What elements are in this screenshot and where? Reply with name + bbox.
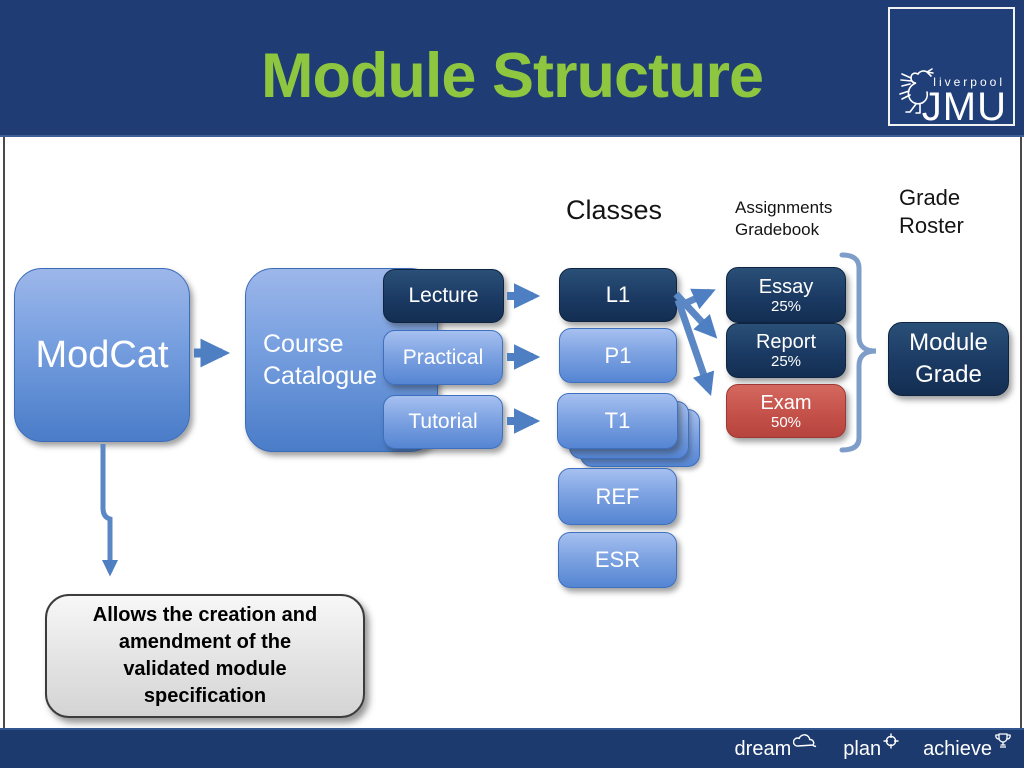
logo-city-text: liverpool — [933, 75, 1005, 89]
module-grade-line1: Module — [909, 329, 988, 356]
exam-weight: 50% — [770, 413, 802, 431]
liver-bird-icon — [899, 68, 934, 114]
grade-roster-label-line2: Roster — [899, 213, 964, 238]
trophy-icon — [995, 733, 1011, 748]
grade-roster-label: Grade Roster — [899, 184, 964, 240]
node-modcat: ModCat — [14, 268, 190, 442]
report-weight: 25% — [770, 353, 802, 370]
node-tutorial: Tutorial — [383, 395, 503, 449]
cloud-icon — [793, 734, 817, 748]
exam-name: Exam — [760, 391, 812, 414]
callout-line2: amendment of the — [118, 631, 292, 653]
node-essay: Essay 25% — [726, 267, 846, 323]
arrow-l1-to-report — [673, 291, 718, 339]
essay-weight: 25% — [770, 297, 802, 315]
node-l1: L1 — [559, 268, 677, 322]
callout-line4: specification — [143, 685, 267, 707]
achieve-label: achieve — [923, 737, 992, 760]
essay-name: Essay — [758, 275, 814, 298]
node-lecture: Lecture — [383, 269, 504, 323]
slide-footer: dream plan achieve — [0, 728, 1024, 768]
university-logo: liverpool JMU — [888, 7, 1015, 129]
arrow-modcat-to-callout — [100, 444, 119, 577]
modcat-description-callout: Allows the creation and amendment of the… — [45, 594, 365, 718]
footer-item-achieve: achieve — [923, 733, 1012, 761]
node-exam: Exam 50% — [726, 384, 846, 438]
plan-label: plan — [843, 737, 882, 760]
assignments-label-line1: Assignments — [735, 198, 833, 217]
course-catalogue-line1: Course — [263, 330, 344, 358]
page-title: Module Structure — [260, 41, 764, 111]
node-p1: P1 — [559, 328, 677, 383]
slide-right-border — [1020, 137, 1022, 728]
footer-item-plan: plan — [843, 733, 899, 761]
arrow-l1-to-exam — [674, 298, 715, 396]
node-practical: Practical — [383, 330, 503, 385]
footer-item-dream: dream — [734, 734, 820, 761]
report-name: Report — [755, 331, 817, 353]
node-ref: REF — [558, 468, 677, 525]
classes-label: Classes — [566, 195, 663, 225]
callout-line1: Allows the creation and — [92, 604, 318, 626]
grade-roster-label-line1: Grade — [899, 185, 961, 210]
slide-left-border — [3, 137, 5, 728]
assignments-label-line2: Gradebook — [735, 220, 820, 239]
assignments-gradebook-label: Assignments Gradebook — [735, 197, 832, 241]
dream-label: dream — [734, 737, 792, 760]
node-module-grade: Module Grade — [888, 322, 1009, 396]
slide-header: Module Structure — [0, 0, 1024, 137]
node-report: Report 25% — [726, 323, 846, 378]
module-grade-line2: Grade — [915, 361, 982, 388]
target-icon — [883, 733, 899, 749]
arrow-l1-to-essay — [675, 288, 716, 311]
node-esr: ESR — [558, 532, 677, 588]
logo-acronym-text: JMU — [921, 85, 1007, 129]
node-t1: T1 — [557, 393, 678, 449]
assessments-bracket — [839, 252, 877, 453]
callout-line3: validated module — [123, 658, 287, 680]
course-catalogue-line2: Catalogue — [263, 362, 377, 390]
